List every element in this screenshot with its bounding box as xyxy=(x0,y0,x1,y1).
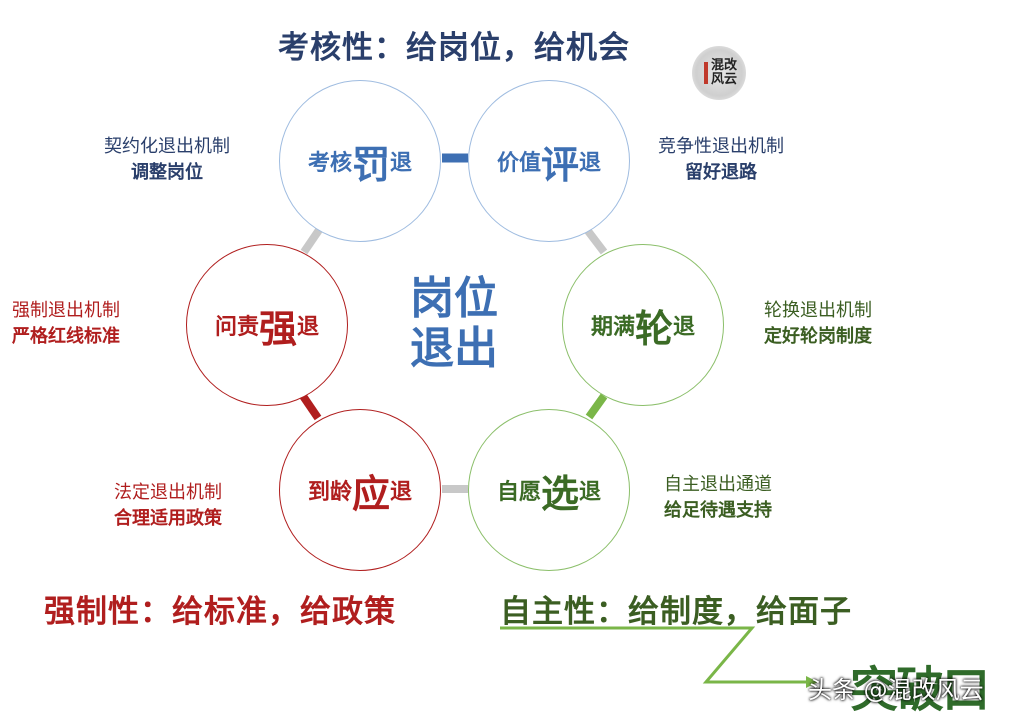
connector-daoling-wenze xyxy=(299,393,322,421)
node-key-char: 应 xyxy=(351,471,390,516)
node-jiazhi-ping-tui: 价值评退 xyxy=(468,80,630,242)
side-label-qiman: 轮换退出机制 定好轮岗制度 xyxy=(764,298,872,350)
node-qiman-lun-tui: 期满轮退 xyxy=(562,244,724,406)
connector-jiazhi-qiman xyxy=(584,228,608,255)
page-title: 考核性：给岗位，给机会 xyxy=(278,30,630,66)
side-label-line1: 法定退出机制 xyxy=(114,482,222,503)
side-label-line1: 强制退出机制 xyxy=(12,300,120,321)
node-key-char: 轮 xyxy=(634,306,673,351)
node-post: 退 xyxy=(297,315,320,340)
node-post: 退 xyxy=(579,151,602,176)
node-ziyuan-xuan-tui: 自愿选退 xyxy=(468,409,630,571)
side-label-daoling: 法定退出机制 合理适用政策 xyxy=(114,480,222,532)
center-label-line2: 退出 xyxy=(410,323,498,374)
side-label-line2: 给足待遇支持 xyxy=(664,500,772,521)
node-post: 退 xyxy=(673,315,696,340)
side-label-kaohe: 契约化退出机制 调整岗位 xyxy=(104,134,230,186)
side-label-ziyuan: 自主退出通道 给足待遇支持 xyxy=(664,472,772,524)
node-pre: 自愿 xyxy=(496,480,541,505)
node-pre: 价值 xyxy=(496,151,541,176)
arrow-head xyxy=(806,676,818,688)
watermark: 头条 @混改风云 xyxy=(808,676,984,704)
node-post: 退 xyxy=(579,480,602,505)
node-key-char: 强 xyxy=(258,306,297,351)
side-label-wenze: 强制退出机制 严格红线标准 xyxy=(12,298,120,350)
node-pre: 问责 xyxy=(214,315,259,340)
center-label-line1: 岗位 xyxy=(410,273,498,324)
side-label-line1: 契约化退出机制 xyxy=(104,136,230,157)
side-label-jiazhi: 竞争性退出机制 留好退路 xyxy=(658,134,784,186)
node-kaohe-fa-tui: 考核罚退 xyxy=(279,80,441,242)
side-label-line2: 调整岗位 xyxy=(131,162,203,183)
node-key-char: 评 xyxy=(540,142,579,187)
tuokou-label: 突破口 xyxy=(850,662,990,718)
side-label-line1: 自主退出通道 xyxy=(664,474,772,495)
node-pre: 期满 xyxy=(590,315,635,340)
connector-qiman-ziyuan xyxy=(585,393,608,420)
side-label-line1: 竞争性退出机制 xyxy=(658,136,784,157)
node-key-char: 选 xyxy=(540,471,579,516)
brand-logo: 混改风云 xyxy=(692,46,746,100)
logo-text: 混改风云 xyxy=(711,58,738,87)
side-label-line2: 严格红线标准 xyxy=(12,326,120,347)
node-key-char: 罚 xyxy=(351,142,390,187)
side-label-line1: 轮换退出机制 xyxy=(764,300,872,321)
node-post: 退 xyxy=(390,151,413,176)
side-label-line2: 留好退路 xyxy=(685,162,757,183)
arrow-to-tuokou xyxy=(500,626,810,684)
side-label-line2: 定好轮岗制度 xyxy=(764,326,872,347)
node-pre: 考核 xyxy=(307,151,352,176)
side-label-line2: 合理适用政策 xyxy=(114,508,222,529)
connector-wenze-kaohe xyxy=(300,227,323,255)
center-label: 岗位 退出 xyxy=(410,274,498,374)
node-daoling-ying-tui: 到龄应退 xyxy=(279,409,441,571)
node-wenze-qiang-tui: 问责强退 xyxy=(186,244,348,406)
node-pre: 到龄 xyxy=(307,480,352,505)
footer-right-headline: 自主性：给制度，给面子 xyxy=(500,594,852,630)
logo-seal-icon xyxy=(704,62,708,84)
footer-left-headline: 强制性：给标准，给政策 xyxy=(44,594,396,630)
node-post: 退 xyxy=(390,480,413,505)
